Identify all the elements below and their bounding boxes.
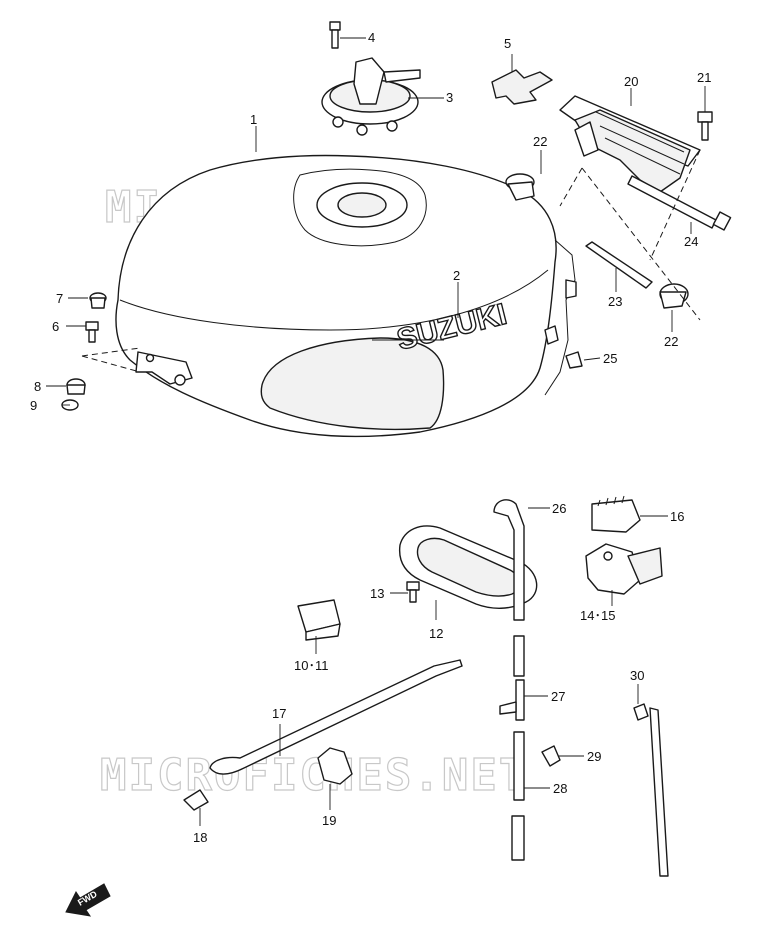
callout-12: 12 <box>429 626 443 641</box>
callout-28: 28 <box>553 781 567 796</box>
part-16-connector[interactable] <box>591 495 641 533</box>
part-28-hose-segments[interactable] <box>511 635 525 861</box>
callout-10-11: 10･11 <box>294 658 328 673</box>
assembly-outline-left <box>81 347 141 373</box>
leader-lines <box>46 37 706 826</box>
callout-27: 27 <box>551 689 565 704</box>
part-30-tube[interactable] <box>633 703 669 877</box>
watermark-bottom: MICROFICHES.NET <box>99 749 527 801</box>
part-24-long-bolt[interactable] <box>627 175 732 231</box>
callout-20: 20 <box>624 74 638 89</box>
part-27-joint[interactable] <box>499 679 525 721</box>
callout-25: 25 <box>603 351 617 366</box>
assembly-outline-right <box>559 149 701 321</box>
callout-16: 16 <box>670 509 684 524</box>
part-29-clamp[interactable] <box>541 745 561 767</box>
callout-30: 30 <box>630 668 644 683</box>
part-20-bracket[interactable] <box>559 95 701 193</box>
part-10-11-relay[interactable] <box>297 599 341 641</box>
callout-3: 3 <box>446 90 453 105</box>
callout-4: 4 <box>368 30 375 45</box>
part-4-cap-bolt[interactable] <box>329 21 341 49</box>
callout-23: 23 <box>608 294 622 309</box>
part-18-cap[interactable] <box>183 789 209 811</box>
part-17-rod[interactable] <box>209 659 463 775</box>
callout-9: 9 <box>30 398 37 413</box>
callout-22-bottom: 22 <box>664 334 678 349</box>
part-8-cushion[interactable] <box>66 378 86 395</box>
part-22b-grommet[interactable] <box>659 283 689 309</box>
callout-7: 7 <box>56 291 63 306</box>
callout-2: 2 <box>453 268 460 283</box>
callout-29: 29 <box>587 749 601 764</box>
callout-17: 17 <box>272 706 286 721</box>
callout-8: 8 <box>34 379 41 394</box>
part-14-15-sensor[interactable] <box>585 543 663 595</box>
callout-labels: 1 2 3 4 5 6 7 8 9 10･11 12 13 14･15 16 1… <box>30 30 711 845</box>
part-26-hose[interactable] <box>493 499 525 621</box>
part-25-clip[interactable] <box>565 351 583 369</box>
callout-1: 1 <box>250 112 257 127</box>
part-12-gasket-plate[interactable] <box>398 525 538 609</box>
callout-18: 18 <box>193 830 207 845</box>
part-19-holder[interactable] <box>317 747 353 785</box>
fwd-direction-arrow: FWD <box>65 883 111 917</box>
part-7-cap-rubber[interactable] <box>89 292 107 309</box>
part-21-bolt[interactable] <box>697 111 713 141</box>
part-6-bolt[interactable] <box>85 321 99 343</box>
part-3-fuel-cap[interactable] <box>321 57 421 136</box>
callout-21: 21 <box>697 70 711 85</box>
part-1-fuel-tank[interactable]: SUZUKI <box>115 154 577 438</box>
callout-13: 13 <box>370 586 384 601</box>
callout-5: 5 <box>504 36 511 51</box>
callout-6: 6 <box>52 319 59 334</box>
part-23-rod[interactable] <box>585 241 653 289</box>
watermark-text-bottom: MICROFICHES.NET <box>100 750 527 801</box>
part-13-screw[interactable] <box>406 581 420 603</box>
callout-26: 26 <box>552 501 566 516</box>
callout-19: 19 <box>322 813 336 828</box>
part-5-cushion[interactable] <box>491 69 553 105</box>
callout-14-15: 14･15 <box>580 608 615 623</box>
part-22a-grommet[interactable] <box>505 173 535 201</box>
callout-22-top: 22 <box>533 134 547 149</box>
callout-24: 24 <box>684 234 698 249</box>
